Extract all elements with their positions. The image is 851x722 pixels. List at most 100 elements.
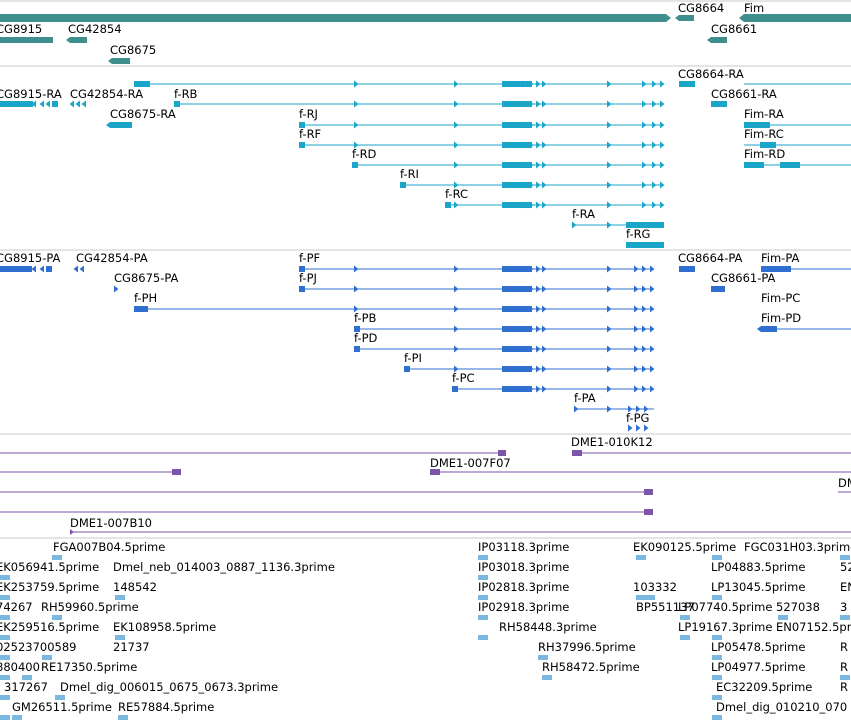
- clone-end-block[interactable]: [172, 469, 181, 475]
- gene-label-fim-1[interactable]: Fim: [744, 1, 765, 15]
- protein-label-f-pc-14[interactable]: f-PC: [452, 371, 475, 385]
- est-label-ek253759-5prime-9[interactable]: EK253759.5prime: [0, 580, 100, 594]
- est-block[interactable]: [840, 675, 850, 680]
- clone-end-block[interactable]: [644, 489, 653, 495]
- est-block[interactable]: [538, 655, 548, 660]
- est-label-rh58472-5prime-34[interactable]: RH58472.5prime: [542, 660, 640, 674]
- protein-label-fim-pa-4[interactable]: Fim-PA: [761, 251, 800, 265]
- est-block[interactable]: [636, 555, 646, 560]
- est-block[interactable]: [712, 595, 722, 600]
- est-label-lp19167-3prime-25[interactable]: LP19167.3prime: [678, 620, 773, 634]
- exon-block[interactable]: [352, 162, 358, 168]
- est-label-r-36[interactable]: R: [840, 660, 848, 674]
- est-block[interactable]: [840, 555, 850, 560]
- est-block[interactable]: [0, 715, 10, 720]
- exon-block[interactable]: [134, 81, 150, 87]
- exon-block[interactable]: [760, 142, 776, 148]
- est-block[interactable]: [680, 615, 690, 620]
- est-block[interactable]: [52, 615, 62, 620]
- est-label-317267-37[interactable]: 317267: [4, 680, 48, 694]
- est-block[interactable]: [118, 715, 128, 720]
- protein-label-cg8915-pa-0[interactable]: CG8915-PA: [0, 251, 61, 265]
- exon-block[interactable]: [626, 242, 664, 248]
- exon-block[interactable]: [299, 122, 305, 128]
- gene-block-cg8675[interactable]: [112, 58, 130, 64]
- gene-block-f[interactable]: [0, 14, 666, 22]
- est-label-74267-15[interactable]: 74267: [0, 600, 33, 614]
- clone-label-dme1-007f07-1[interactable]: DME1-007F07: [430, 456, 511, 470]
- est-label-ip03018-3prime-6[interactable]: IP03018.3prime: [478, 560, 570, 574]
- protein-label-f-pj-6[interactable]: f-PJ: [299, 271, 317, 285]
- est-block[interactable]: [0, 615, 10, 620]
- transcript-label-f-ra-14[interactable]: f-RA: [572, 207, 595, 221]
- clone-label-dme1-010k12-0[interactable]: DME1-010K12: [571, 435, 653, 449]
- protein-label-f-ph-8[interactable]: f-PH: [134, 291, 158, 305]
- transcript-label-f-rd-10[interactable]: f-RD: [352, 147, 377, 161]
- est-block[interactable]: [22, 675, 32, 680]
- transcript-label-cg8661-ra-4[interactable]: CG8661-RA: [711, 87, 777, 101]
- protein-label-f-pb-10[interactable]: f-PB: [354, 311, 377, 325]
- clone-end-block[interactable]: [430, 469, 440, 475]
- est-label-dmel-dig-006015-0675-0673-3prime-38[interactable]: Dmel_dig_006015_0675_0673.3prime: [60, 680, 279, 694]
- est-block[interactable]: [42, 655, 52, 660]
- gene-label-cg8675-4[interactable]: CG8675: [110, 43, 157, 57]
- est-label-lp05478-5prime-30[interactable]: LP05478.5prime: [711, 640, 806, 654]
- est-block[interactable]: [645, 595, 655, 600]
- est-label-ip03118-3prime-1[interactable]: IP03118.3prime: [478, 540, 570, 554]
- est-label-ek259516-5prime-22[interactable]: EK259516.5prime: [0, 620, 100, 634]
- gene-label-cg8664-0[interactable]: CG8664: [678, 1, 725, 15]
- est-block[interactable]: [0, 595, 10, 600]
- clone-end-block[interactable]: [644, 509, 653, 515]
- est-label-lp13045-5prime-13[interactable]: LP13045.5prime: [711, 580, 806, 594]
- cds-block[interactable]: [299, 266, 305, 272]
- protein-label-cg8664-pa-3[interactable]: CG8664-PA: [678, 251, 743, 265]
- protein-label-cg8675-pa-5[interactable]: CG8675-PA: [114, 271, 179, 285]
- exon-block[interactable]: [52, 101, 58, 107]
- gene-block-cg42854[interactable]: [70, 37, 87, 43]
- est-label-re17350-5prime-33[interactable]: RE17350.5prime: [41, 660, 138, 674]
- exon-block[interactable]: [445, 202, 451, 208]
- transcript-label-fim-rd-11[interactable]: Fim-RD: [744, 147, 786, 161]
- exon-block[interactable]: [626, 222, 664, 228]
- gene-label-cg8915-2[interactable]: CG8915: [0, 22, 43, 36]
- transcript-label-fim-ra-7[interactable]: Fim-RA: [744, 107, 784, 121]
- transcript-label-cg8664-ra-0[interactable]: CG8664-RA: [678, 67, 744, 81]
- est-label-ek090125-5prime-2[interactable]: EK090125.5prime: [633, 540, 737, 554]
- est-label-rh59960-5prime-16[interactable]: RH59960.5prime: [41, 600, 139, 614]
- est-label-21737-28[interactable]: 21737: [113, 640, 150, 654]
- protein-label-f-pf-2[interactable]: f-PF: [299, 251, 321, 265]
- gene-block-cg8915[interactable]: [0, 37, 53, 43]
- clone-end-block[interactable]: [572, 450, 582, 456]
- est-label-ek056941-5prime-4[interactable]: EK056941.5prime: [0, 560, 100, 574]
- cds-block[interactable]: [452, 386, 458, 392]
- est-block[interactable]: [0, 675, 10, 680]
- cds-block[interactable]: [711, 286, 725, 292]
- est-block[interactable]: [840, 615, 850, 620]
- est-label-ip02818-3prime-11[interactable]: IP02818.3prime: [478, 580, 570, 594]
- protein-label-f-pg-16[interactable]: f-PG: [626, 411, 650, 425]
- protein-label-cg42854-pa-1[interactable]: CG42854-PA: [76, 251, 148, 265]
- gene-label-cg42854-3[interactable]: CG42854: [68, 22, 122, 36]
- est-label-fga007b04-5prime-0[interactable]: FGA007B04.5prime: [53, 540, 166, 554]
- est-label-gm26511-5prime-41[interactable]: GM26511.5prime: [12, 700, 112, 714]
- est-label-r-40[interactable]: R: [840, 680, 848, 694]
- cds-block[interactable]: [679, 266, 695, 272]
- protein-label-f-pd-12[interactable]: f-PD: [354, 331, 378, 345]
- est-block[interactable]: [712, 655, 722, 660]
- est-block[interactable]: [478, 575, 488, 580]
- transcript-label-f-rc-13[interactable]: f-RC: [445, 187, 469, 201]
- est-label-fgc031h03-3prime-3[interactable]: FGC031H03.3prime: [744, 540, 851, 554]
- est-block[interactable]: [115, 595, 125, 600]
- est-block[interactable]: [52, 555, 62, 560]
- transcript-label-f-rj-6[interactable]: f-RJ: [299, 107, 318, 121]
- est-label-en-14[interactable]: EN: [840, 580, 851, 594]
- cds-block[interactable]: [46, 266, 52, 272]
- exon-block[interactable]: [174, 101, 180, 107]
- est-block[interactable]: [12, 715, 22, 720]
- protein-label-cg8661-pa-7[interactable]: CG8661-PA: [711, 271, 776, 285]
- cds-block[interactable]: [354, 326, 360, 332]
- transcript-label-f-rg-15[interactable]: f-RG: [626, 227, 651, 241]
- gene-block-cg8661[interactable]: [711, 37, 727, 43]
- est-label-lp07740-5prime-19[interactable]: LP07740.5prime: [678, 600, 773, 614]
- est-label-re57884-5prime-42[interactable]: RE57884.5prime: [118, 700, 215, 714]
